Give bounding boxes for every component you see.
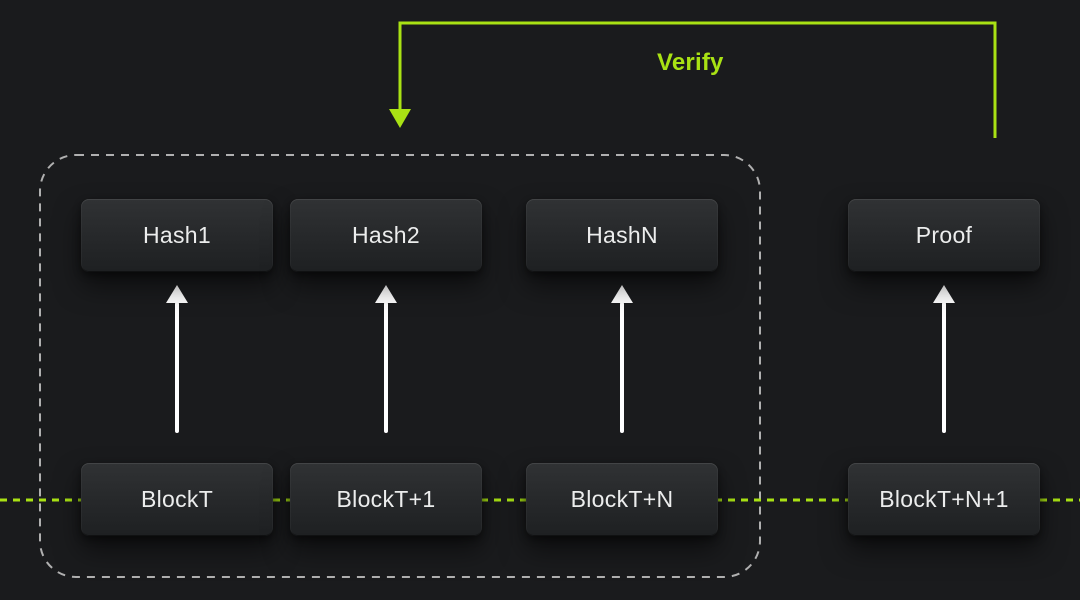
- block-node-tn1: BlockT+N+1: [848, 463, 1040, 536]
- up-arrow-shaft: [942, 302, 946, 433]
- block-node-t1-label: BlockT+1: [336, 486, 436, 512]
- proof-node: Proof: [848, 199, 1040, 272]
- block-node-t1: BlockT+1: [290, 463, 482, 536]
- up-arrow-shaft: [384, 302, 388, 433]
- hash-node-2: Hash2: [290, 199, 482, 272]
- hash-node-2-label: Hash2: [352, 222, 420, 248]
- hash-node-1: Hash1: [81, 199, 273, 272]
- up-arrow-shaft: [175, 302, 179, 433]
- block-node-tn1-label: BlockT+N+1: [879, 486, 1009, 512]
- block-node-t: BlockT: [81, 463, 273, 536]
- verify-arrowhead-icon: [389, 109, 411, 128]
- up-arrow-head: [375, 285, 397, 303]
- up-arrow-head: [166, 285, 188, 303]
- verify-elbow-path: [398, 21, 997, 138]
- block-node-tn: BlockT+N: [526, 463, 718, 536]
- up-arrow-head: [933, 285, 955, 303]
- hash-node-n-label: HashN: [586, 222, 658, 248]
- up-arrow-head: [611, 285, 633, 303]
- block-node-tn-label: BlockT+N: [570, 486, 674, 512]
- up-arrow-shaft: [620, 302, 624, 433]
- block-node-t-label: BlockT: [140, 486, 214, 512]
- verify-label: Verify: [657, 49, 724, 76]
- hash-node-n: HashN: [526, 199, 718, 272]
- proof-node-label: Proof: [915, 222, 973, 248]
- hash-node-1-label: Hash1: [143, 222, 211, 248]
